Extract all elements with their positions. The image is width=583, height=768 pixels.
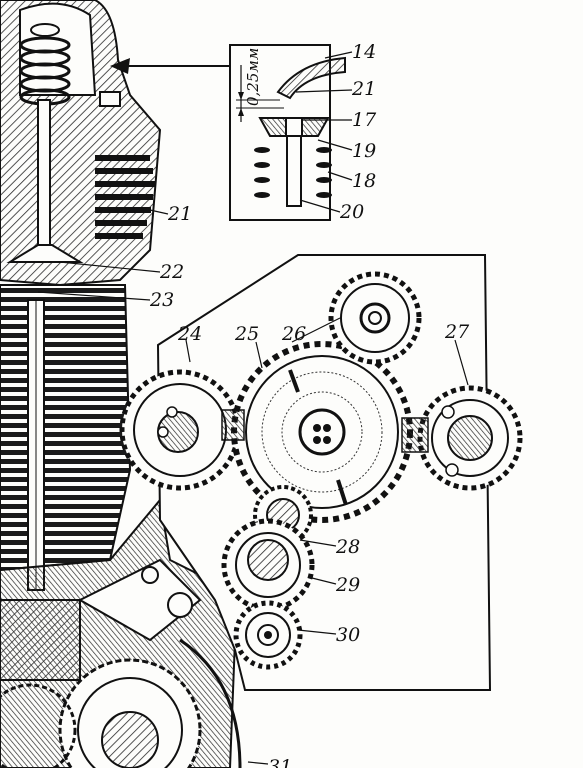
callout-20: 20 [339,201,364,223]
cylinder-head [0,0,162,287]
callout-24: 24 [177,323,202,345]
callout-14: 14 [352,41,376,63]
callout-25: 25 [234,323,259,345]
callout-28: 28 [335,536,360,558]
callout-19: 19 [352,140,376,162]
callout-18: 18 [352,170,376,192]
cylinder-barrel [0,284,132,591]
gear-24 [119,369,241,491]
gear-26 [328,271,422,365]
callout-27: 27 [444,321,470,343]
callout-22: 22 [159,261,184,283]
timing-gear-panel [119,254,523,691]
crankcase [0,497,242,768]
callout-26: 26 [281,323,306,345]
valve-spring [19,23,71,106]
inset-spring [254,147,332,198]
callout-labels: 14 21 17 19 18 20 21 22 23 24 25 26 27 2… [149,41,470,768]
gear-30 [233,600,303,670]
callout-31: 31 [268,756,292,768]
callout-23: 23 [149,289,174,311]
clearance-dimension-label: 0,25мм [244,48,262,106]
arrow-left-icon [110,58,230,74]
callout-21: 21 [167,203,192,225]
gear-29 [221,518,315,612]
callout-29: 29 [335,574,360,596]
callout-17: 17 [352,109,377,131]
valve-clearance-inset: 0,25мм [229,44,346,221]
head-fins [95,155,155,239]
leader-lines [37,51,469,765]
gear-27 [417,385,523,491]
gear-25 [231,341,413,523]
callout-30: 30 [336,624,360,646]
callout-21-inset: 21 [351,78,376,100]
